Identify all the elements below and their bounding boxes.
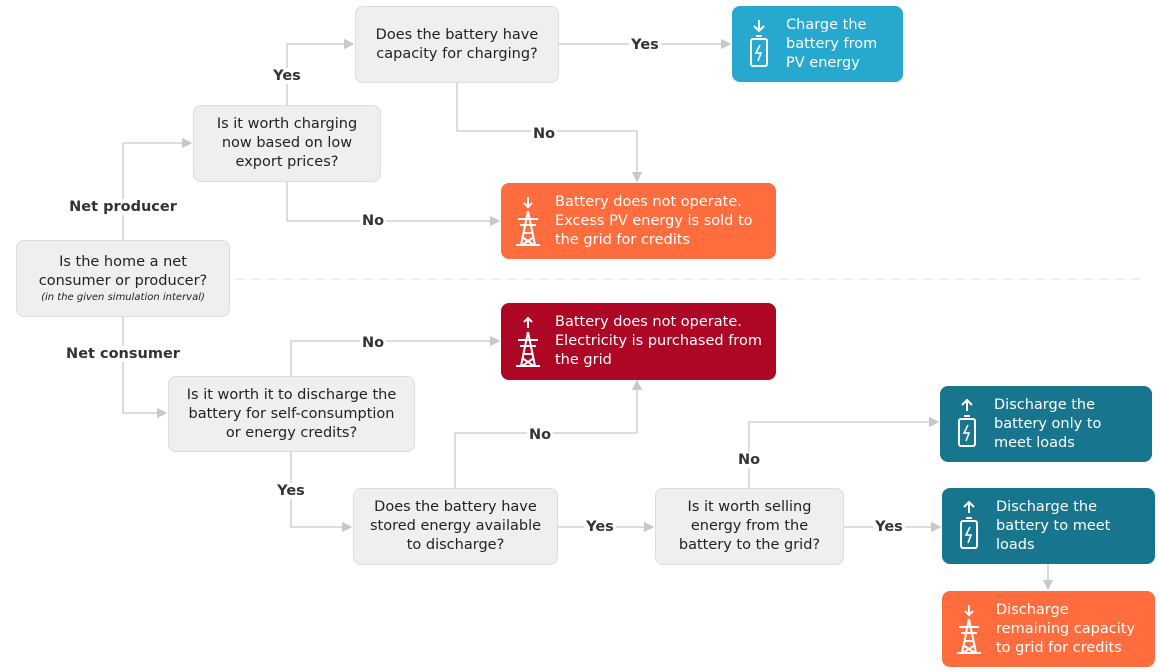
result-text: Charge the battery from PV energy: [786, 16, 878, 71]
label-yes: Yes: [584, 519, 616, 535]
result-text: Discharge remaining capacity to grid for…: [996, 601, 1136, 656]
battery-discharge-icon: [958, 398, 976, 447]
label-yes: Yes: [873, 519, 905, 535]
label-no: No: [526, 427, 554, 443]
result-discharge-only-loads: Discharge the battery only to meet loads: [940, 386, 1152, 462]
question-worth-charging: Is it worth charging now based on low ex…: [193, 105, 381, 182]
result-text: Discharge the battery to meet loads: [996, 498, 1111, 553]
result-text: Battery does not operate. Electricity is…: [555, 314, 762, 368]
grid-pylon-icon: [516, 316, 540, 367]
grid-pylon-icon: [957, 605, 981, 654]
result-purchase-from-grid: Battery does not operate. Electricity is…: [501, 303, 776, 380]
question-worth-discharging: Is it worth it to discharge the battery …: [168, 376, 415, 452]
question-note: (in the given simulation interval): [41, 292, 205, 303]
question-worth-selling: Is it worth selling energy from the batt…: [655, 488, 844, 565]
grid-pylon-icon: [516, 197, 540, 246]
label-net-producer: Net producer: [67, 199, 179, 215]
question-stored-energy: Does the battery have stored energy avai…: [353, 488, 558, 565]
question-text: Is the home a net consumer or producer?: [38, 254, 208, 289]
result-text: Battery does not operate. Excess PV ener…: [555, 193, 753, 248]
label-net-consumer: Net consumer: [64, 346, 182, 362]
label-yes: Yes: [275, 483, 307, 499]
battery-discharge-icon: [960, 500, 978, 549]
result-sell-excess-pv: Battery does not operate. Excess PV ener…: [501, 183, 776, 259]
result-charge-from-pv: Charge the battery from PV energy: [732, 6, 903, 82]
label-no: No: [359, 335, 387, 351]
battery-charge-icon: [750, 20, 768, 67]
result-discharge-loads: Discharge the battery to meet loads: [942, 488, 1155, 564]
label-yes: Yes: [629, 37, 661, 53]
question-battery-capacity: Does the battery have capacity for charg…: [355, 6, 559, 83]
result-discharge-remaining-to-grid: Discharge remaining capacity to grid for…: [942, 591, 1155, 667]
label-yes: Yes: [271, 68, 303, 84]
label-no: No: [359, 213, 387, 229]
label-no: No: [530, 126, 558, 142]
question-net-consumer-producer: Is the home a net consumer or producer? …: [16, 240, 230, 317]
label-no: No: [735, 452, 763, 468]
result-text: Discharge the battery only to meet loads: [994, 396, 1102, 451]
